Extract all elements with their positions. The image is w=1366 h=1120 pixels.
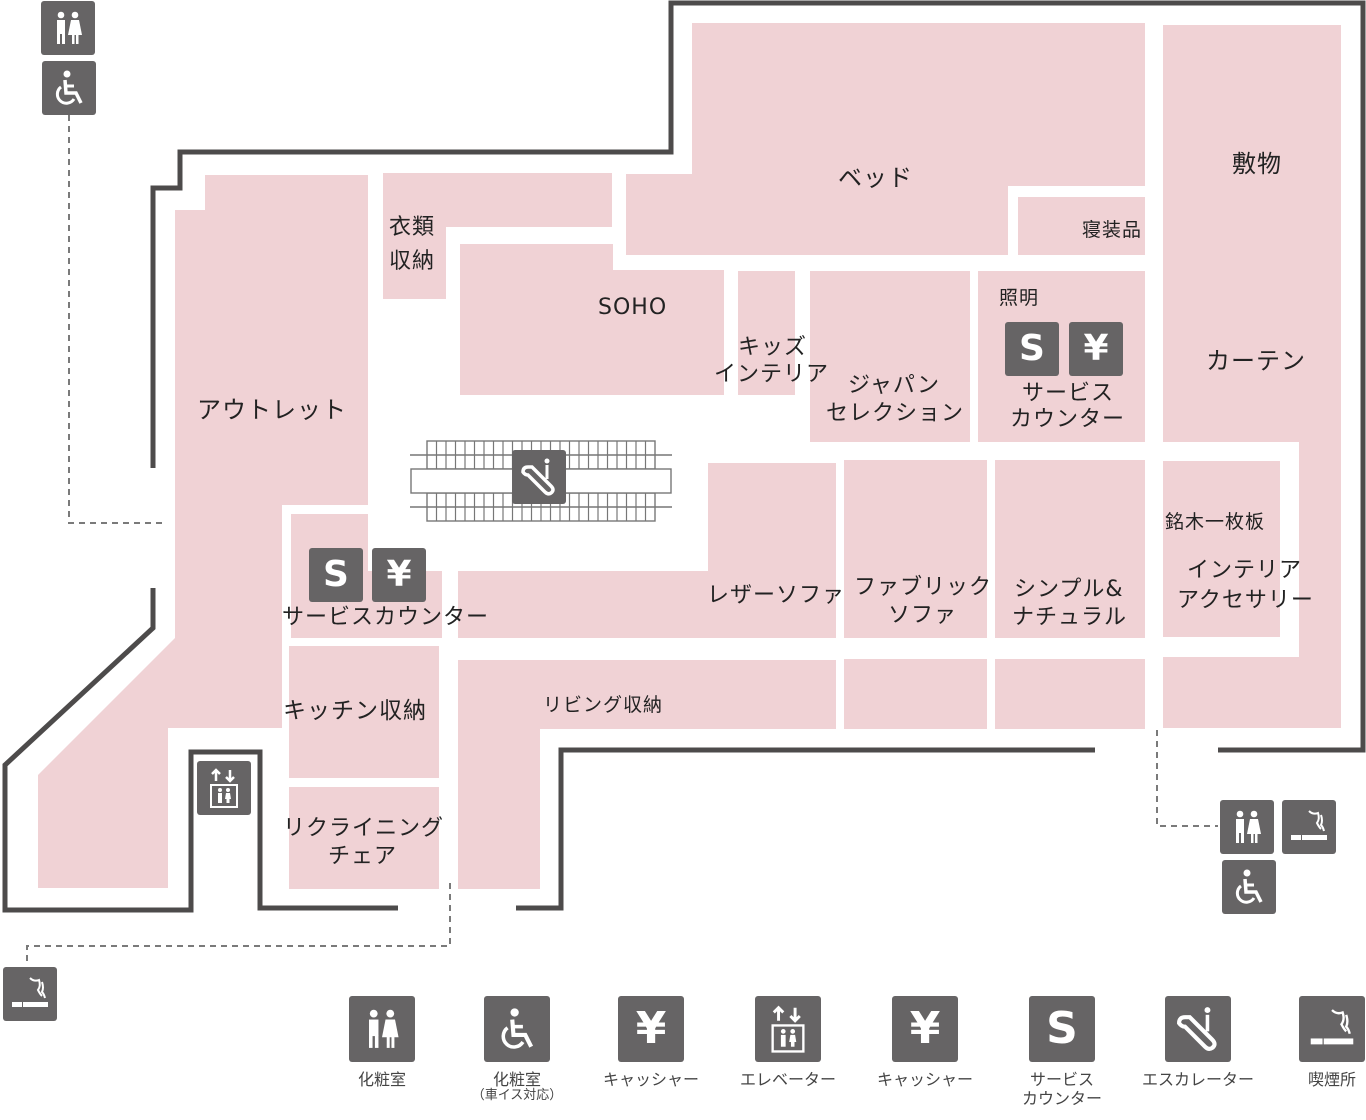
yen-glyph: ¥ [909,1003,941,1054]
legend-item-service-counter: S サービス カウンター [1002,996,1122,1108]
label-leather-sofa: レザーソファ [707,583,846,608]
label-bed: ベッド [838,164,913,192]
restroom-icon[interactable] [41,1,95,55]
zone-fabric-sofa[interactable] [844,460,987,638]
label-simple-natural-line2: ナチュラル [1012,605,1128,630]
yen-glyph: ¥ [1083,328,1109,369]
zone-simple-natural[interactable] [995,460,1145,638]
label-kitchen-storage: キッチン収納 [283,698,427,724]
zone-soho[interactable] [460,244,724,395]
restroom-icon [349,996,415,1062]
yen-icon: ¥ [892,996,958,1062]
label-soho: SOHO [598,295,668,320]
zone-bed[interactable] [626,23,1145,255]
wheelchair-icon[interactable] [1222,860,1276,914]
elevator-icon [755,996,821,1062]
legend-label: 喫煙所 [1307,1070,1356,1089]
smoking-icon[interactable] [3,967,57,1021]
zone-kids-interior[interactable] [738,271,795,395]
zone-interior-accessory[interactable] [1163,461,1280,637]
escalator-icon [1165,996,1231,1062]
yen-icon[interactable]: ¥ [1069,322,1123,376]
restroom-icon[interactable] [1220,800,1274,854]
service-glyph: S [1019,328,1045,369]
label-service-right-line2: カウンター [1010,407,1126,432]
legend-label-line2: カウンター [1021,1089,1102,1108]
legend-item-accessible-restroom: 化粧室 （車イス対応） [457,996,577,1103]
label-reclining-line2: チェア [328,844,398,869]
yen-glyph: ¥ [635,1003,667,1054]
zone-service-counter-left[interactable] [291,514,442,638]
walls [2,0,1366,913]
legend-label: キャッシャー [602,1070,699,1089]
zone-bedding[interactable] [1018,197,1145,255]
wheelchair-icon[interactable] [42,61,96,115]
label-accessory-line1: インテリア [1187,558,1303,583]
zone-kitchen-storage[interactable] [289,646,439,778]
label-clothes-storage-line1: 衣類 [389,215,436,240]
label-reclining-line1: リクライニング [283,816,445,841]
zone-leather-sofa[interactable] [458,463,836,638]
service-glyph: S [323,554,349,595]
legend-item-smoking: 喫煙所 [1272,996,1366,1089]
zone-block-b[interactable] [995,659,1145,729]
zone-top-strip[interactable] [446,173,612,227]
label-japan-line1: ジャパン [848,373,941,398]
legend-label: 化粧室 [357,1070,406,1089]
legend-item-escalator: エスカレーター [1138,996,1258,1089]
zone-japan-selection[interactable] [810,271,970,442]
label-rugs: 敷物 [1232,150,1282,178]
legend-item-cashier: ¥ キャッシャー [591,996,711,1089]
yen-glyph: ¥ [386,554,412,595]
legend-label: エレベーター [739,1070,836,1089]
label-service-left: サービスカウンター [282,605,490,630]
zone-rugs-curtain[interactable] [1163,25,1341,728]
elevator-icon[interactable] [197,761,251,815]
service-counter-icon[interactable]: S [309,548,363,602]
legend-item-elevator: エレベーター [728,996,848,1089]
label-service-right-line1: サービス [1022,381,1115,406]
legend-label: 化粧室 [492,1070,541,1089]
legend-label: キャッシャー [876,1070,973,1089]
smoking-icon[interactable] [1282,800,1336,854]
label-curtain: カーテン [1206,347,1306,375]
label-simple-natural-line1: シンプル& [1014,577,1124,602]
label-clothes-storage-line2: 収納 [389,249,436,274]
smoking-icon [1299,996,1365,1062]
label-japan-line2: セレクション [826,401,965,426]
legend-label: エスカレーター [1141,1070,1254,1089]
label-solid-wood: 銘木一枚板 [1165,511,1266,533]
label-kids-line1: キッズ [738,335,808,360]
wheelchair-icon [484,996,550,1062]
zone-block-a[interactable] [844,659,987,729]
label-accessory-line2: アクセサリー [1177,588,1314,613]
escalator-icon[interactable] [512,450,566,504]
yen-icon: ¥ [618,996,684,1062]
legend-label: サービス [1029,1070,1094,1089]
legend-item-restroom: 化粧室 [322,996,442,1089]
label-lighting: 照明 [999,287,1040,309]
label-kids-line2: インテリア [714,362,830,387]
label-fabric-sofa-line2: ソファ [888,603,958,628]
dashed-routes [26,115,1218,966]
label-outlet: アウトレット [197,396,347,424]
label-fabric-sofa-line1: ファブリック [854,575,993,600]
service-counter-icon: S [1029,996,1095,1062]
zone-clothes-storage[interactable] [383,173,446,299]
zones [38,23,1341,889]
zone-outlet[interactable] [38,175,368,888]
zone-living-storage[interactable] [458,660,836,889]
service-glyph: S [1046,1003,1078,1054]
label-living-storage: リビング収納 [543,694,664,716]
legend-sublabel: （車イス対応） [471,1088,563,1103]
zone-reclining-chair[interactable] [289,787,439,889]
legend-item-cashier: ¥ キャッシャー [865,996,985,1089]
service-counter-icon[interactable]: S [1005,322,1059,376]
label-bedding: 寝装品 [1082,219,1143,241]
yen-icon[interactable]: ¥ [372,548,426,602]
